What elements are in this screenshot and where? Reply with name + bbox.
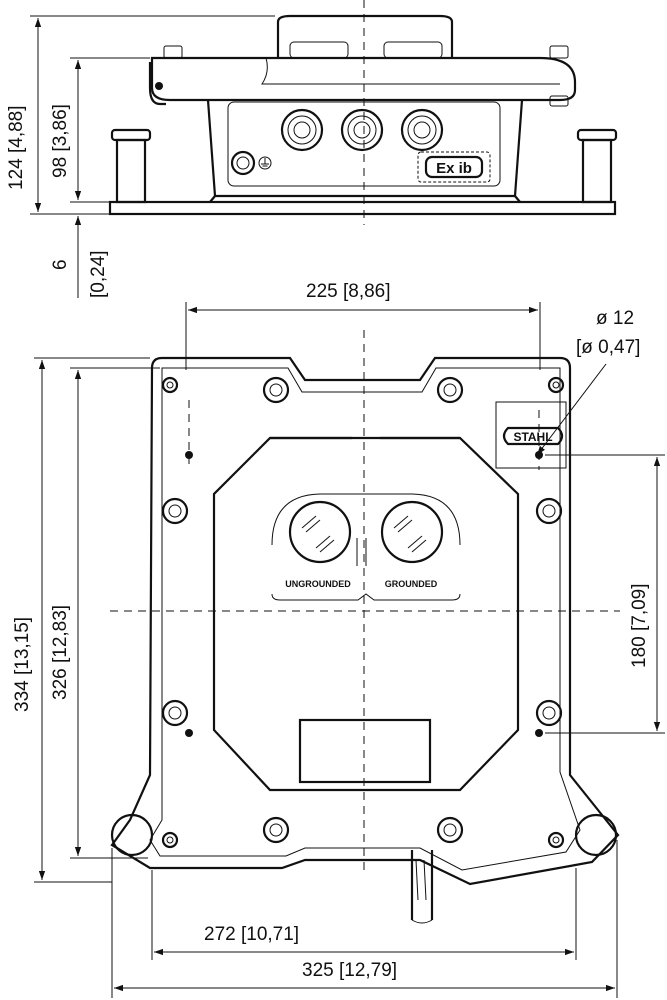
foot-right (576, 128, 618, 204)
dim-hole-diameter: ø 12 (596, 308, 634, 329)
side-view: Ex ib (30, 0, 618, 298)
mounting-hole (161, 376, 565, 849)
ex-ib-text: Ex ib (436, 160, 472, 177)
dim-width-inner: 272 [10,71] (204, 924, 299, 945)
foot-bottom-left (110, 813, 154, 857)
foot-left (110, 128, 152, 204)
screw-boss (161, 376, 563, 844)
dim-height-body: 98 [3,86] (50, 104, 71, 178)
dim-base-thickness-inch: [0,24] (88, 250, 109, 298)
cable-gland-1 (280, 108, 324, 152)
dim-height-inner: 326 [12,83] (50, 605, 71, 700)
stahl-logo-text: STAHL (513, 430, 552, 444)
dim-height-outer: 334 [13,15] (12, 617, 33, 712)
dim-height-total: 124 [4,88] (6, 105, 27, 190)
dim-hole-spacing-top: 225 [8,86] (306, 281, 391, 302)
cable (410, 850, 434, 924)
dim-hole-spacing-vertical: 180 [7,09] (629, 583, 650, 668)
foot-bottom-right (574, 813, 618, 857)
ungrounded-label: UNGROUNDED (285, 579, 351, 589)
dim-width-outer: 325 [12,79] (302, 960, 397, 981)
top-view: UNGROUNDED GROUNDED STAHL (34, 302, 665, 998)
dim-hole-diameter-inch: [ø 0,47] (576, 337, 640, 358)
ex-ib-label: Ex ib (417, 151, 491, 183)
stahl-nameplate: STAHL (495, 401, 567, 469)
dim-base-thickness-value: 6 (50, 259, 71, 270)
indicator-grounded (380, 500, 444, 564)
cable-gland-2 (340, 108, 384, 152)
cable-gland-3 (400, 108, 444, 152)
indicator-ungrounded (288, 500, 352, 564)
grounded-label: GROUNDED (385, 579, 438, 589)
ground-terminal-icon (230, 150, 272, 176)
